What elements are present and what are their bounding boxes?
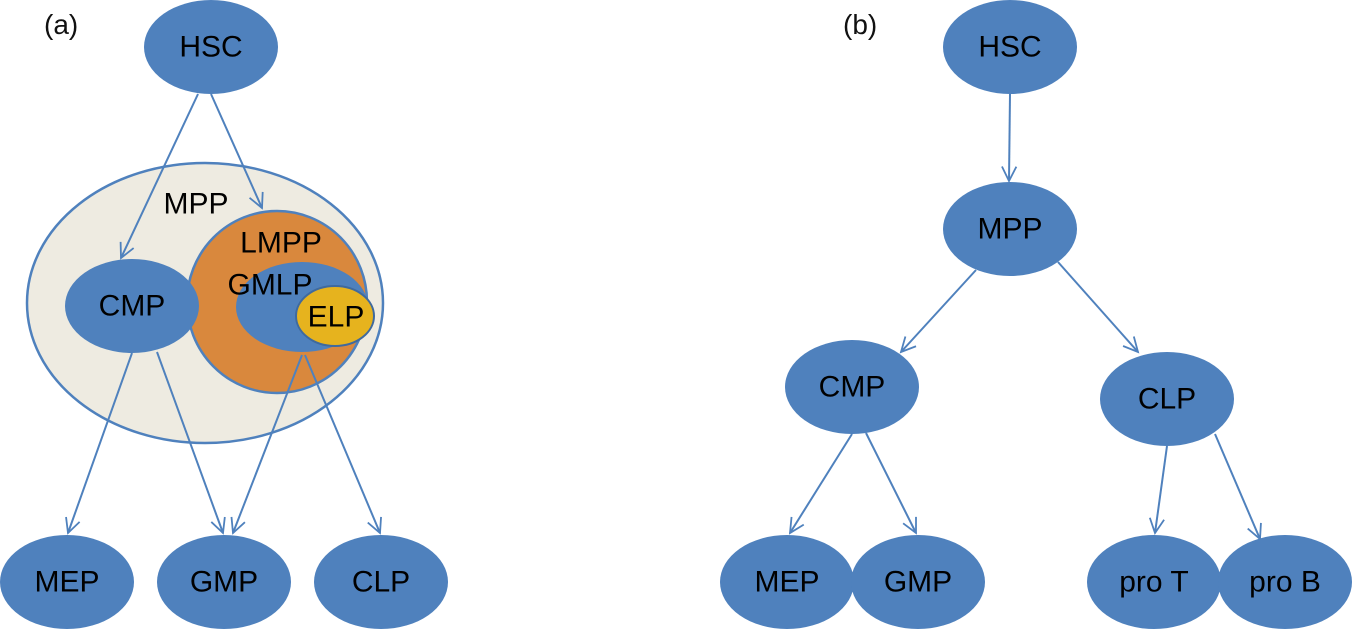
gmp-label: GMP bbox=[190, 566, 258, 599]
b-edge-cmp-gmp bbox=[865, 432, 916, 533]
b-prob-node bbox=[1218, 535, 1352, 629]
b-edge-hsc-mpp bbox=[1009, 93, 1010, 181]
cmp-label: CMP bbox=[99, 290, 166, 323]
b-mpp-label: MPP bbox=[977, 213, 1042, 246]
b-hsc-node bbox=[943, 0, 1077, 94]
b-gmp-label: GMP bbox=[884, 566, 952, 599]
clp-node bbox=[314, 535, 448, 629]
gmlp-label: GMLP bbox=[227, 269, 312, 302]
b-prob-label: pro B bbox=[1249, 566, 1321, 599]
b-edge-mpp-cmp bbox=[901, 269, 977, 352]
clp-label: CLP bbox=[352, 566, 410, 599]
b-prot-node bbox=[1087, 535, 1221, 629]
edge-hsc-cmp bbox=[121, 93, 199, 258]
b-edge-clp-prob bbox=[1214, 433, 1260, 539]
b-cmp-label: CMP bbox=[819, 371, 886, 404]
edge-gmlp-gmp bbox=[233, 354, 303, 533]
b-cmp-node bbox=[785, 340, 919, 434]
b-edge-cmp-mep bbox=[790, 433, 853, 533]
panel-b: (b) HSC MPP CMP CLP MEP GMP pro T pro B bbox=[720, 0, 1352, 629]
panel-b-label: (b) bbox=[843, 9, 877, 40]
b-hsc-label: HSC bbox=[978, 31, 1041, 64]
gmp-node bbox=[157, 535, 291, 629]
b-gmp-node bbox=[851, 535, 985, 629]
edge-cmp-gmp bbox=[156, 351, 223, 533]
b-mpp-node bbox=[943, 182, 1077, 276]
b-prot-label: pro T bbox=[1119, 566, 1188, 599]
edge-hsc-lmpp bbox=[210, 93, 262, 208]
mep-node bbox=[0, 535, 134, 629]
b-clp-label: CLP bbox=[1138, 383, 1196, 416]
elp-node bbox=[295, 285, 375, 347]
edge-gmlp-clp bbox=[304, 354, 380, 533]
b-edge-mpp-clp bbox=[1057, 261, 1138, 352]
b-clp-node bbox=[1100, 352, 1234, 446]
cmp-node bbox=[65, 259, 199, 353]
b-edge-clp-prot bbox=[1155, 445, 1168, 533]
lmpp-label: LMPP bbox=[240, 227, 322, 260]
b-mep-label: MEP bbox=[754, 566, 819, 599]
elp-label: ELP bbox=[308, 301, 365, 334]
panel-a-label: (a) bbox=[44, 9, 78, 40]
edge-cmp-mep bbox=[68, 352, 133, 533]
b-mep-node bbox=[720, 535, 854, 629]
panel-a: (a) MPP LMPP GMLP ELP CMP HSC MEP GMP CL… bbox=[0, 0, 448, 629]
hsc-label: HSC bbox=[179, 31, 242, 64]
hsc-node bbox=[144, 0, 278, 94]
mep-label: MEP bbox=[34, 566, 99, 599]
mpp-label: MPP bbox=[163, 188, 228, 221]
